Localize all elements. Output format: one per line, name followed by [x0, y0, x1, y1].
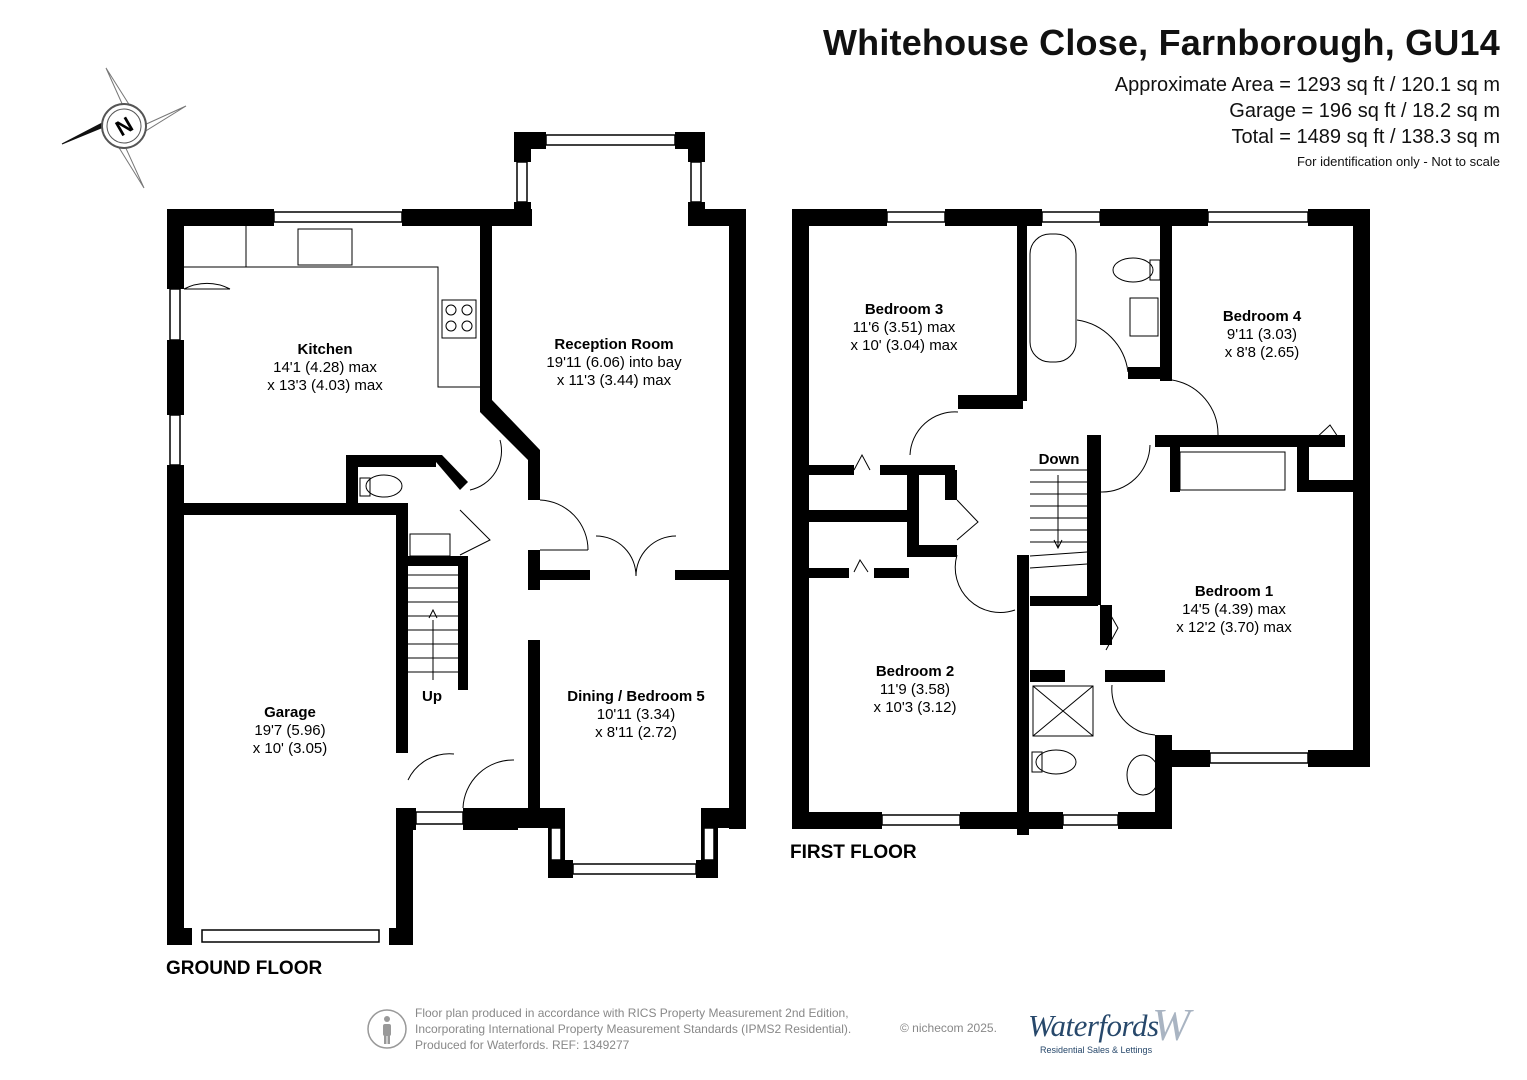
ground-floor-label: GROUND FLOOR: [166, 958, 322, 979]
sink-icon: [297, 228, 353, 266]
stairs-up-label: Up: [422, 688, 442, 705]
first-floor-label: FIRST FLOOR: [790, 842, 917, 863]
first-floor-fixtures: [853, 233, 1341, 796]
room-name-kitchen: Kitchen: [297, 341, 352, 358]
ground-floor-walls: [167, 132, 746, 945]
toilet-icon: [365, 474, 403, 498]
scale-note: For identification only - Not to scale: [1296, 154, 1500, 169]
compass-icon: N: [61, 67, 187, 189]
kitchen-units: [183, 226, 480, 388]
bath-icon: [1029, 233, 1077, 363]
basin-icon: [1129, 297, 1159, 337]
person-icon: [367, 1009, 407, 1049]
shower-icon: [1032, 685, 1094, 737]
room-dim-kitchen-1: 14'1 (4.28) max: [273, 359, 377, 376]
copyright: © nichecom 2025.: [900, 1021, 997, 1035]
basin-icon: [409, 533, 451, 557]
waterfords-logo: W Waterfords Residential Sales & Letting…: [1028, 999, 1208, 1070]
room-dim-bedroom-3-2: x 10' (3.04) max: [850, 337, 958, 354]
room-name-dining: Dining / Bedroom 5: [567, 688, 705, 705]
first-floor-walls: [792, 209, 1370, 835]
room-name-bedroom-1: Bedroom 1: [1195, 583, 1273, 600]
footer-line-3: Produced for Waterfords. REF: 1349277: [415, 1038, 630, 1052]
room-dim-dining-1: 10'11 (3.34): [597, 706, 675, 723]
stairs-first: [1029, 469, 1088, 569]
room-dim-bedroom-4-1: 9'11 (3.03): [1227, 326, 1297, 343]
room-dim-bedroom-2-1: 11'9 (3.58): [880, 681, 950, 698]
room-dim-dining-2: x 8'11 (2.72): [595, 724, 677, 741]
garage-area: Garage = 196 sq ft / 18.2 sq m: [1229, 100, 1500, 122]
room-dim-kitchen-2: x 13'3 (4.03) max: [267, 377, 383, 394]
room-dim-bedroom-4-2: x 8'8 (2.65): [1225, 344, 1300, 361]
stairs-down-label: Down: [1039, 451, 1080, 468]
toilet-icon: [1035, 749, 1077, 775]
logo-tagline: Residential Sales & Lettings: [1040, 1045, 1153, 1055]
room-dim-garage-1: 19'7 (5.96): [254, 722, 325, 739]
footer-line-2: Incorporating International Property Mea…: [415, 1022, 852, 1036]
toilet-icon: [1112, 257, 1154, 283]
footer-note: Floor plan produced in accordance with R…: [415, 1005, 851, 1053]
ground-floor-doors: [359, 439, 677, 809]
room-dim-bedroom-1-2: x 12'2 (3.70) max: [1176, 619, 1292, 636]
room-dim-reception-1: 19'11 (6.06) into bay: [546, 354, 682, 371]
approximate-area: Approximate Area = 1293 sq ft / 120.1 sq…: [1114, 74, 1500, 96]
hob-icon: [441, 299, 477, 339]
first-floor-labels: Bedroom 3 11'6 (3.51) max x 10' (3.04) m…: [850, 301, 1301, 716]
room-name-bedroom-2: Bedroom 2: [876, 663, 954, 680]
room-dim-bedroom-3-1: 11'6 (3.51) max: [853, 319, 956, 336]
room-name-reception: Reception Room: [554, 336, 673, 353]
stairs-ground: [408, 574, 458, 680]
room-dim-garage-2: x 10' (3.05): [253, 740, 328, 757]
room-dim-reception-2: x 11'3 (3.44) max: [557, 372, 672, 389]
total-area: Total = 1489 sq ft / 138.3 sq m: [1231, 126, 1501, 148]
room-dim-bedroom-1-1: 14'5 (4.39) max: [1182, 601, 1286, 618]
room-name-bedroom-4: Bedroom 4: [1223, 308, 1302, 325]
ground-floor-labels: Kitchen 14'1 (4.28) max x 13'3 (4.03) ma…: [253, 336, 705, 757]
room-dim-bedroom-2-2: x 10'3 (3.12): [874, 699, 957, 716]
header: Whitehouse Close, Farnborough, GU14 Appr…: [823, 22, 1500, 169]
logo-wordmark: Waterfords: [1028, 1008, 1159, 1043]
first-floor-windows: [881, 211, 1309, 826]
logo-mark: W: [1152, 999, 1191, 1050]
room-name-bedroom-3: Bedroom 3: [865, 301, 943, 318]
ground-floor-windows: [169, 134, 715, 943]
room-name-garage: Garage: [264, 704, 316, 721]
footer-line-1: Floor plan produced in accordance with R…: [415, 1006, 849, 1020]
basin-icon: [1126, 754, 1160, 796]
property-title: Whitehouse Close, Farnborough, GU14: [822, 22, 1500, 63]
